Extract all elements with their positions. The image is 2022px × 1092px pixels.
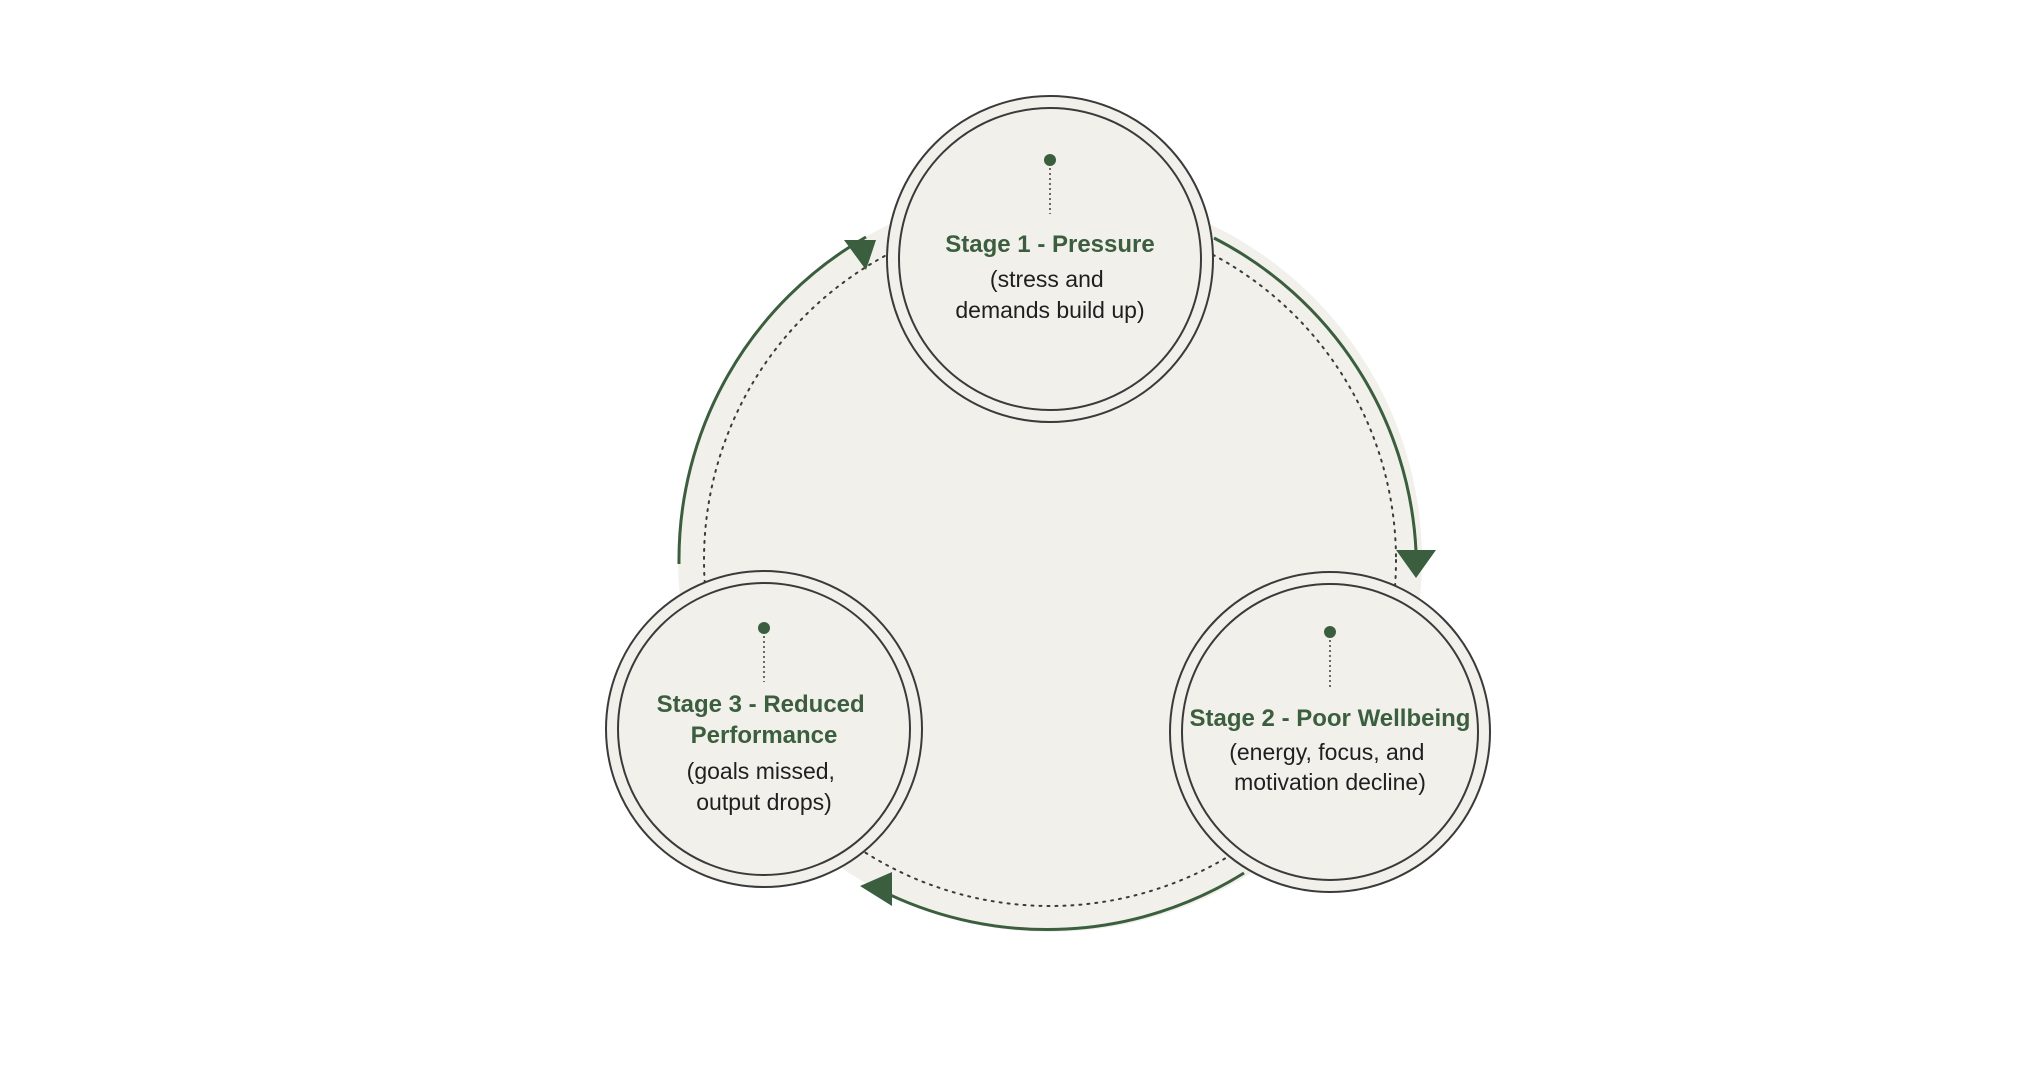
stage-2-description: (energy, focus, and motivation decline) [1229, 739, 1431, 795]
stage-node-1-inner-ring [898, 107, 1202, 411]
arrowhead-stage1-to-stage2 [1396, 550, 1436, 578]
stage-3-title: Stage 3 - Reduced Performance [657, 691, 872, 749]
stage-node-2: Stage 2 - Poor Wellbeing (energy, focus,… [1169, 571, 1491, 893]
stage-node-1: Stage 1 - Pressure (stress and demands b… [886, 95, 1214, 423]
stage-1-title: Stage 1 - Pressure [945, 231, 1154, 258]
stage-node-3-pin-icon [758, 622, 770, 634]
stage-node-1-pin-icon [1044, 154, 1056, 166]
stage-node-3: Stage 3 - Reduced Performance (goals mis… [605, 570, 923, 888]
arrowhead-stage3-to-stage1 [844, 240, 876, 270]
arrow-arc-stage1-to-stage2 [1213, 236, 1418, 552]
stage-3-description: (goals missed, output drops) [687, 758, 842, 815]
stage-node-2-pin-icon [1324, 626, 1336, 638]
arrowhead-stage2-to-stage3 [860, 872, 892, 906]
arrow-arc-stage3-to-stage1 [677, 235, 867, 565]
stage-node-2-inner-ring [1181, 583, 1479, 881]
stage-2-title: Stage 2 - Poor Wellbeing [1190, 705, 1471, 732]
stage-1-description: (stress and demands build up) [955, 266, 1144, 323]
stage-node-3-inner-ring [617, 582, 911, 876]
arrow-arc-stage2-to-stage3 [883, 871, 1245, 932]
cycle-dotted-ring [703, 213, 1397, 907]
